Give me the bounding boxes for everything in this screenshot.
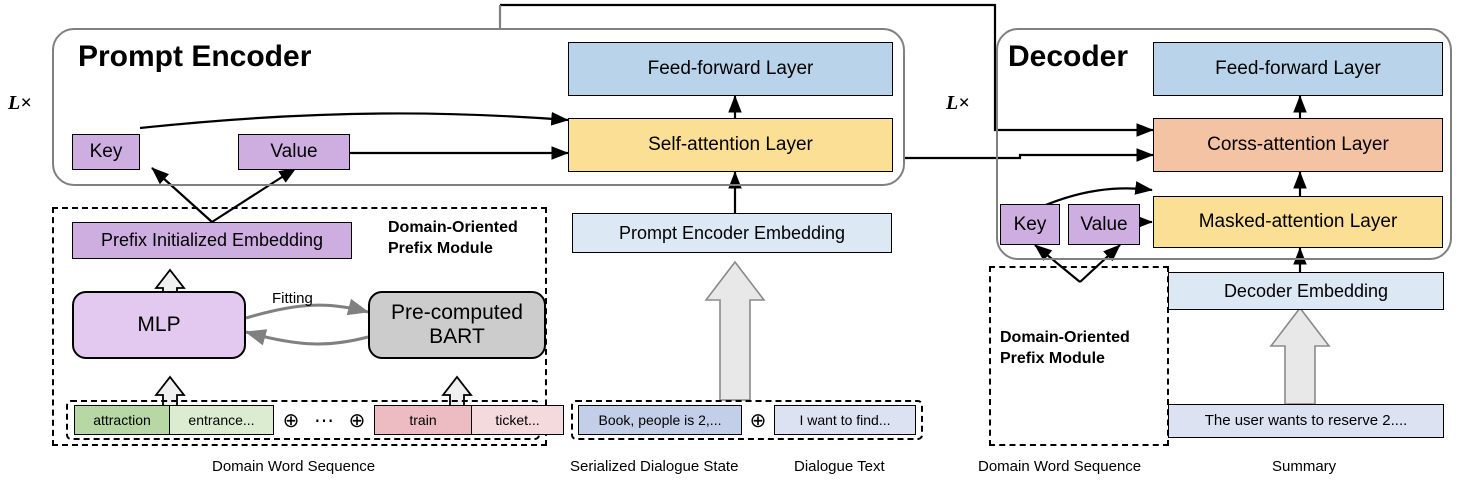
token-train[interactable]: train <box>374 405 472 435</box>
encoder-self-attention-layer[interactable]: Self-attention Layer <box>568 118 893 172</box>
decoder-masked-attention-layer[interactable]: Masked-attention Layer <box>1153 196 1443 248</box>
mlp-node[interactable]: MLP <box>72 291 246 359</box>
prompt-encoder-embedding[interactable]: Prompt Encoder Embedding <box>572 213 892 253</box>
ellipsis-icon: ⋯ <box>314 409 334 432</box>
decoder-value-box[interactable]: Value <box>1068 204 1140 245</box>
caption-domain-word-sequence-right: Domain Word Sequence <box>978 458 1142 475</box>
decoder-title: Decoder <box>1008 40 1129 73</box>
dialogue-input-tokens: Book, people is 2,... ⊕ I want to find..… <box>578 405 916 435</box>
token-ticket[interactable]: ticket... <box>472 405 564 435</box>
oplus-icon-3: ⊕ <box>749 409 767 432</box>
domain-word-sequence-tokens: attraction entrance... ⊕ ⋯ ⊕ train ticke… <box>74 405 564 435</box>
encoder-key-box[interactable]: Key <box>72 134 140 170</box>
token-dialogue-text[interactable]: I want to find... <box>774 405 916 435</box>
token-serialized-dialogue-state[interactable]: Book, people is 2,... <box>578 405 742 435</box>
fitting-label: Fitting <box>272 290 313 307</box>
oplus-icon-1: ⊕ <box>282 409 300 432</box>
decoder-feed-forward-layer[interactable]: Feed-forward Layer <box>1153 42 1443 96</box>
right-prefix-module-title-line1: Domain-Oriented <box>1000 329 1130 346</box>
left-prefix-module-title: Domain-Oriented Prefix Module <box>388 218 538 260</box>
encoder-feed-forward-layer[interactable]: Feed-forward Layer <box>568 42 893 96</box>
prompt-encoder-module <box>52 28 905 186</box>
decoder-module <box>996 28 1452 260</box>
left-prefix-module-title-line2: Prefix Module <box>388 239 493 257</box>
dialogue-inputs-container <box>571 400 923 440</box>
bart-label-line2: BART <box>429 325 485 348</box>
token-summary[interactable]: The user wants to reserve 2.... <box>1168 404 1444 438</box>
bart-label-line1: Pre-computed <box>391 301 523 325</box>
caption-summary: Summary <box>1272 458 1337 475</box>
caption-serialized-dialogue-state: Serialized Dialogue State <box>570 458 739 475</box>
encoder-repeat-label: L× <box>8 92 32 114</box>
caption-dialogue-text: Dialogue Text <box>794 458 885 475</box>
right-prefix-module-title: Domain-Oriented Prefix Module <box>1000 328 1160 370</box>
right-prefix-module-title-line2: Prefix Module <box>1000 349 1105 367</box>
pre-computed-bart-node[interactable]: Pre-computed BART <box>368 291 546 359</box>
prompt-encoder-title: Prompt Encoder <box>78 40 312 73</box>
decoder-repeat-label: L× <box>946 92 970 114</box>
prefix-initialized-embedding[interactable]: Prefix Initialized Embedding <box>72 222 352 259</box>
token-entrance[interactable]: entrance... <box>170 405 274 435</box>
left-prefix-module-title-line1: Domain-Oriented <box>388 219 518 236</box>
oplus-icon-2: ⊕ <box>348 409 366 432</box>
decoder-key-box[interactable]: Key <box>1000 204 1060 245</box>
encoder-value-box[interactable]: Value <box>238 134 350 170</box>
right-prefix-module-container <box>989 266 1169 446</box>
token-attraction[interactable]: attraction <box>74 405 170 435</box>
caption-domain-word-sequence-left: Domain Word Sequence <box>212 458 376 475</box>
decoder-embedding[interactable]: Decoder Embedding <box>1168 272 1444 310</box>
left-prefix-module-container <box>52 207 547 446</box>
decoder-cross-attention-layer[interactable]: Corss-attention Layer <box>1153 118 1443 172</box>
